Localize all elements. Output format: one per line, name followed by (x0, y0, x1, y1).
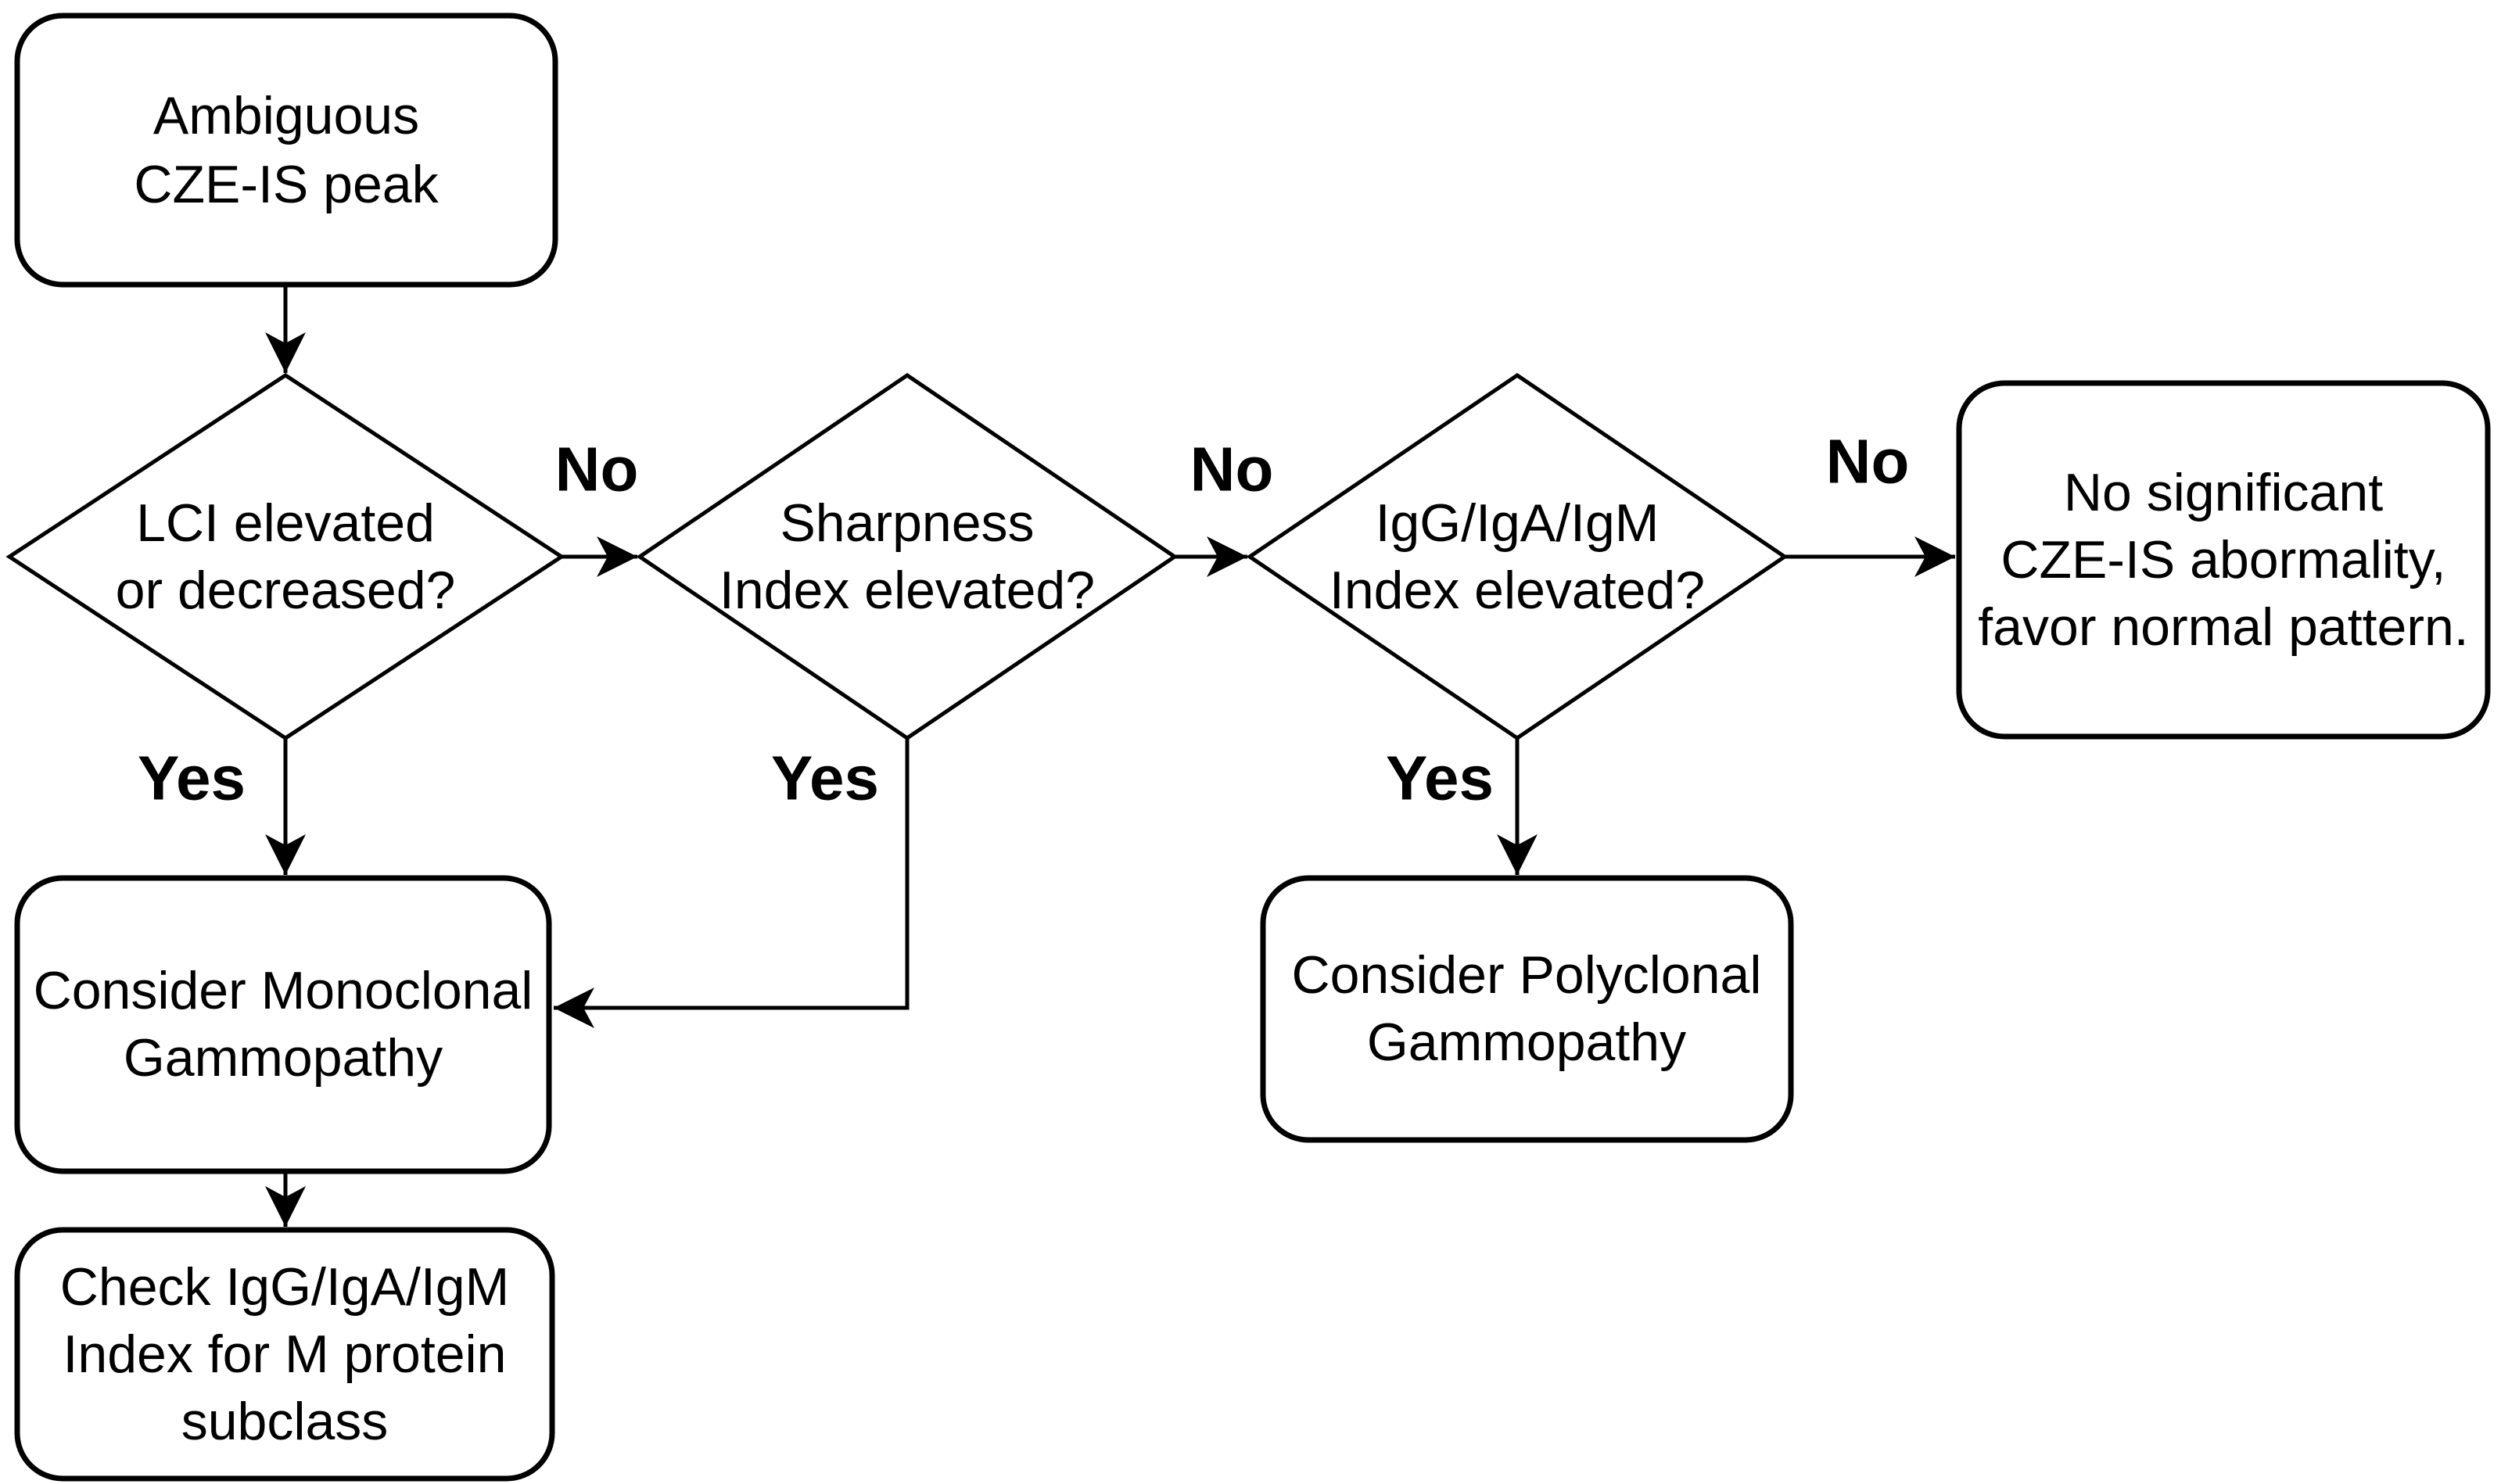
node-no-abnormality: No significant CZE-IS abormality, favor … (1956, 380, 2491, 740)
node-start-line-2: CZE-IS peak (134, 155, 439, 214)
node-no-abnormality-line-1: No significant (2064, 463, 2383, 522)
node-no-abnormality-shape (1956, 380, 2491, 740)
edges (265, 285, 1955, 1227)
node-start: Ambiguous CZE-IS peak (14, 13, 558, 288)
node-start-shape (14, 13, 558, 288)
edge-label-no-3: No (1826, 427, 1910, 496)
edge-label-no-2: No (1190, 435, 1274, 504)
node-polyclonal-shape (1260, 875, 1794, 1143)
edge-label-yes-1: Yes (138, 744, 246, 813)
node-decision-igg-iga-igm-line-1: IgG/IgA/IgM (1376, 493, 1660, 553)
node-decision-sharpness-shape (636, 372, 1179, 741)
node-decision-lci-line-2: or decreased? (116, 561, 456, 620)
node-monoclonal: Consider Monoclonal Gammopathy (14, 875, 552, 1174)
node-monoclonal-line-2: Gammopathy (124, 1028, 443, 1088)
edge-label-no-1: No (555, 435, 639, 504)
node-monoclonal-shape (14, 875, 552, 1174)
edge-sharpness-yes-to-monoclonal (554, 738, 910, 1028)
node-decision-lci-shape (5, 373, 565, 740)
node-check-subclass-line-2: Index for M protein (63, 1324, 507, 1384)
node-decision-igg-iga-igm-line-2: Index elevated? (1329, 561, 1705, 620)
node-decision-sharpness: Sharpness Index elevated? (636, 372, 1179, 741)
node-monoclonal-line-1: Consider Monoclonal (34, 961, 533, 1020)
node-polyclonal-line-2: Gammopathy (1367, 1013, 1686, 1072)
node-decision-igg-iga-igm: IgG/IgA/IgM Index elevated? (1246, 372, 1789, 741)
node-check-subclass-shape (14, 1227, 555, 1482)
node-check-subclass: Check IgG/IgA/IgM Index for M protein su… (14, 1227, 555, 1482)
node-start-line-1: Ambiguous (153, 86, 419, 145)
node-check-subclass-line-1: Check IgG/IgA/IgM (60, 1257, 509, 1317)
node-polyclonal-line-1: Consider Polyclonal (1292, 945, 1762, 1005)
node-decision-lci: LCI elevated or decreased? (5, 373, 565, 740)
edge-labels: No No No Yes Yes Yes (138, 427, 1909, 813)
node-no-abnormality-line-3: favor normal pattern. (1978, 597, 2468, 657)
node-decision-sharpness-line-2: Index elevated? (719, 561, 1095, 620)
node-decision-lci-line-1: LCI elevated (136, 493, 435, 553)
edge-label-yes-3: Yes (1386, 744, 1494, 813)
node-decision-sharpness-line-1: Sharpness (780, 493, 1034, 553)
node-decision-igg-iga-igm-shape (1246, 372, 1789, 741)
node-check-subclass-line-3: subclass (181, 1392, 389, 1451)
edge-label-yes-2: Yes (771, 744, 879, 813)
node-no-abnormality-line-2: CZE-IS abormality, (2000, 530, 2445, 590)
node-polyclonal: Consider Polyclonal Gammopathy (1260, 875, 1794, 1143)
